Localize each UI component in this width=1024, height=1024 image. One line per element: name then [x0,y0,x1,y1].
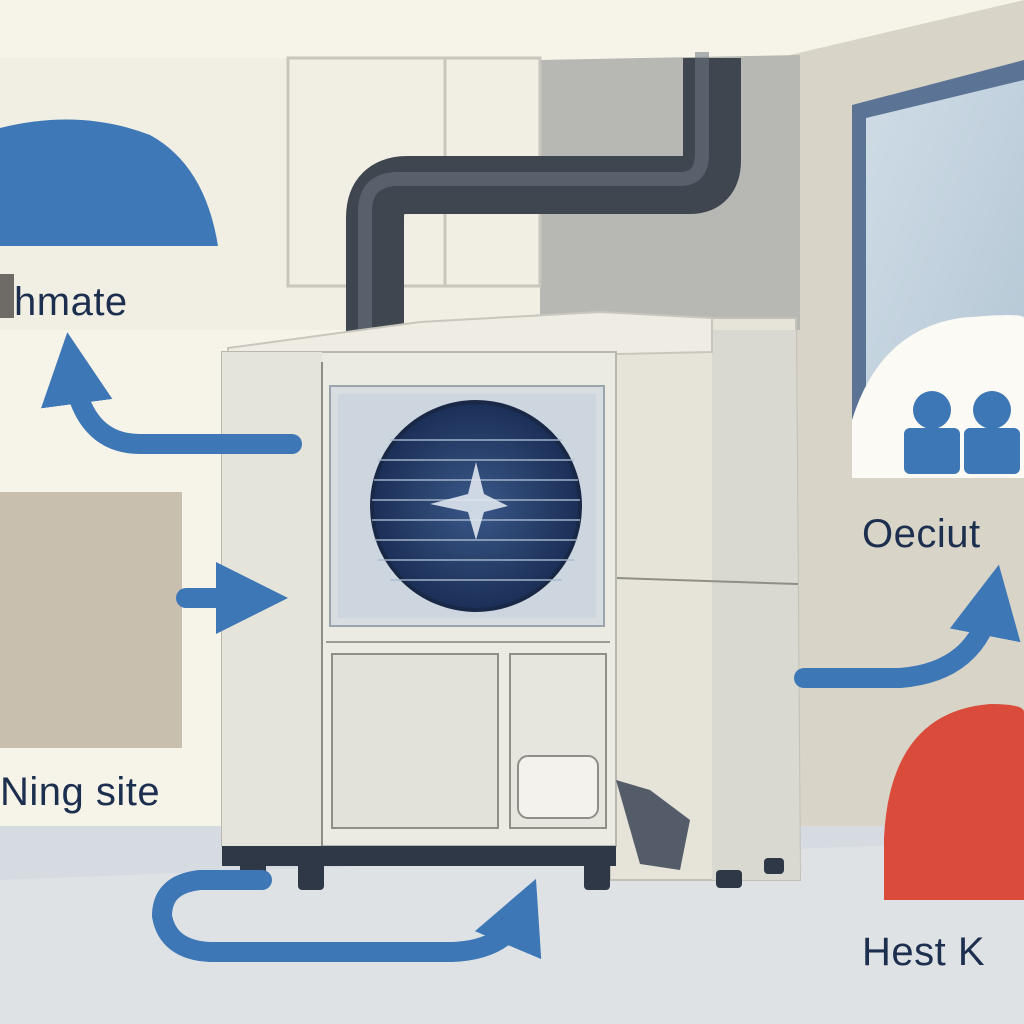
control-box [517,755,599,819]
back-wall [0,58,540,330]
fan-icon [370,400,582,612]
label-bottom-left: Ning site [0,770,161,814]
unit-base [222,846,616,866]
label-top-left: hmate [14,280,128,324]
red-circle [884,704,1024,900]
blue-dome-shape [0,119,218,246]
label-right: Oeciut [862,512,981,556]
unit-side-seam [615,577,799,585]
duct-highlight [358,52,709,346]
people-icon [904,391,1020,474]
arrow-icon-bottom-loop [152,870,542,962]
unit-side-shade [712,330,800,880]
label-bottom-right: Hest K [862,930,986,974]
lower-panel-left [331,653,499,829]
arrow-icon-top-left [41,332,302,454]
unit-shadow-flap [616,780,690,870]
arrow-icon-right [794,564,1021,688]
label-notch [0,274,14,318]
unit-feet [240,858,784,890]
beige-panel [0,492,182,748]
flow-arrows [41,332,1021,962]
